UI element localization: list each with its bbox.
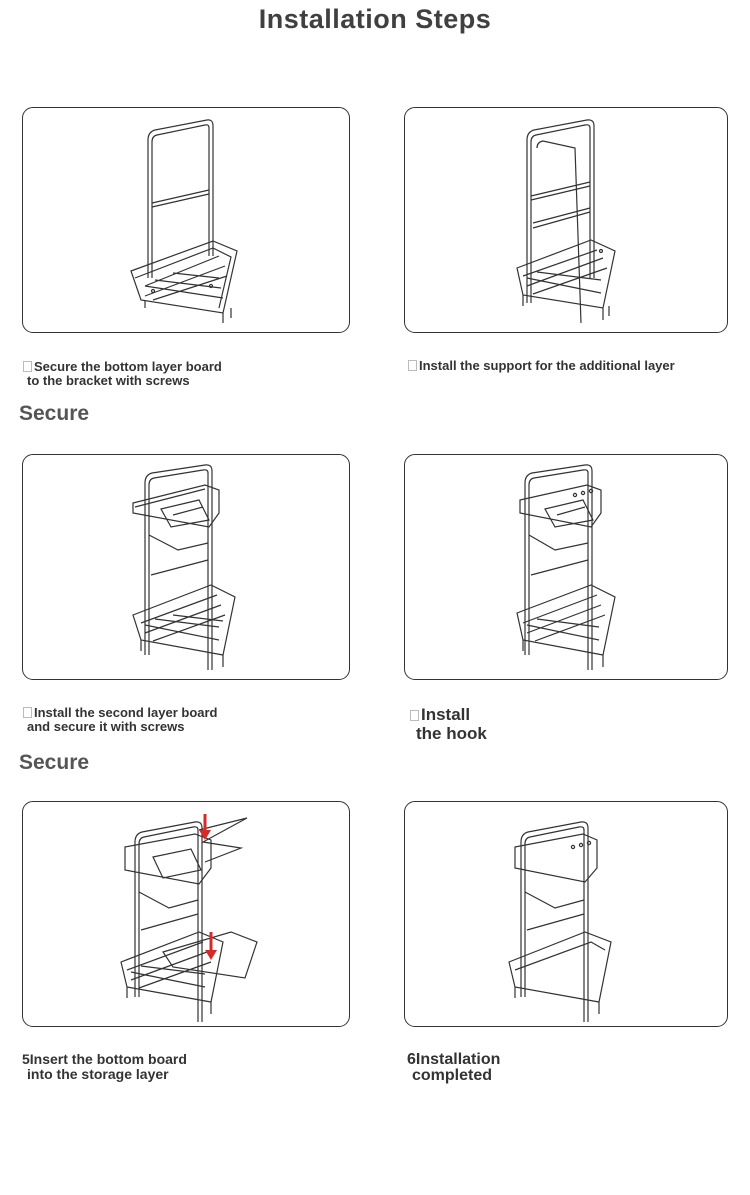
step-1-caption: Secure the bottom layer board to the bra…: [23, 360, 222, 388]
step-3-illustration: [22, 454, 350, 680]
box-glyph-icon: [23, 707, 32, 718]
section-label: Secure: [19, 751, 90, 774]
step-2-caption: Install the support for the additional l…: [408, 359, 675, 373]
red-arrow-icon: [199, 814, 217, 960]
step-4-caption: Install the hook: [410, 705, 487, 743]
step-6-caption: 6Installation completed: [407, 1051, 501, 1084]
step-2-illustration: [404, 107, 728, 333]
step-3-caption: Install the second layer board and secur…: [23, 706, 218, 734]
step-5-illustration: [22, 801, 350, 1027]
step-5-caption: 5Insert the bottom board into the storag…: [22, 1051, 187, 1082]
step-4-illustration: [404, 454, 728, 680]
box-glyph-icon: [23, 361, 32, 372]
section-label: Secure: [19, 402, 90, 425]
page-title: Installation Steps: [258, 4, 492, 34]
step-6-illustration: [404, 801, 728, 1027]
step-1-illustration: [22, 107, 350, 333]
box-glyph-icon: [408, 360, 417, 371]
box-glyph-icon: [410, 710, 419, 721]
